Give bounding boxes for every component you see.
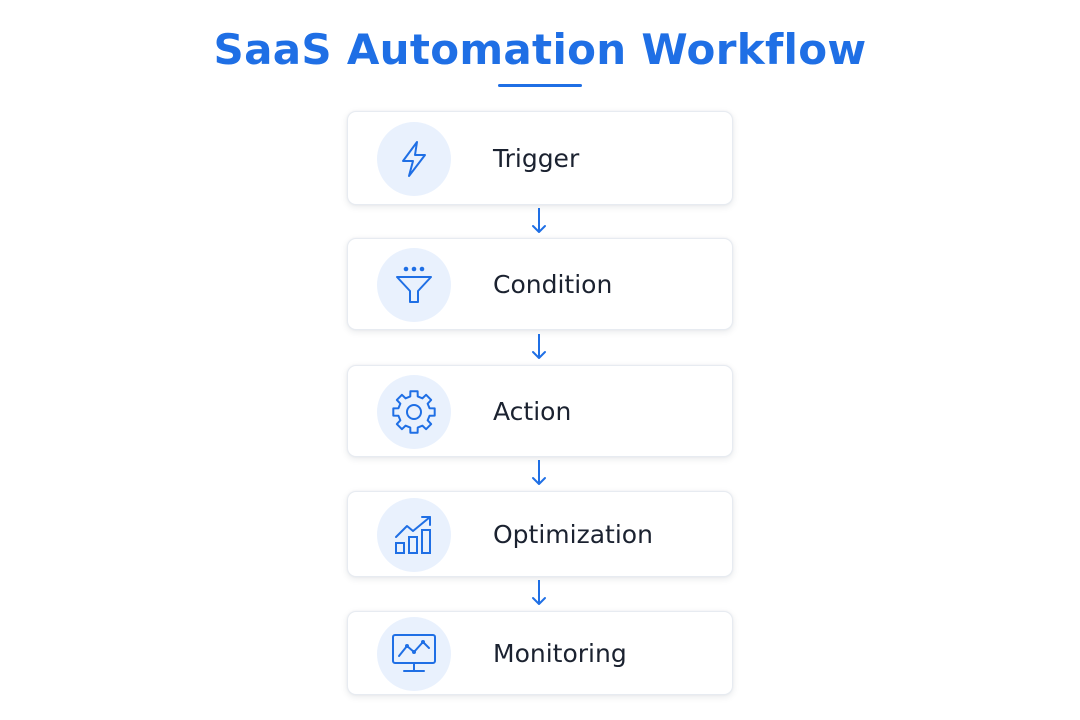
step-card-optimization[interactable]: Optimization <box>347 491 733 577</box>
step-card-trigger[interactable]: Trigger <box>347 111 733 205</box>
step-label: Condition <box>493 270 613 299</box>
step-label: Trigger <box>493 144 580 173</box>
title-underline <box>498 84 582 87</box>
step-card-condition[interactable]: Condition <box>347 238 733 330</box>
step-card-action[interactable]: Action <box>347 365 733 457</box>
gear-icon <box>392 390 436 434</box>
step-card-monitoring[interactable]: Monitoring <box>347 611 733 695</box>
lightning-bolt-icon <box>402 141 426 177</box>
arrow-down-icon <box>532 460 546 485</box>
page-title: SaaS Automation Workflow <box>213 25 867 74</box>
monitor-analytics-icon <box>392 634 436 672</box>
icon-circle <box>377 375 451 449</box>
icon-circle <box>377 498 451 572</box>
icon-circle <box>377 617 451 691</box>
arrow-down-icon <box>532 334 546 359</box>
icon-circle <box>377 248 451 322</box>
icon-circle <box>377 122 451 196</box>
step-label: Monitoring <box>493 639 627 668</box>
arrow-down-icon <box>532 208 546 233</box>
step-label: Optimization <box>493 520 653 549</box>
step-label: Action <box>493 397 572 426</box>
filter-funnel-icon <box>396 266 432 303</box>
arrow-down-icon <box>532 580 546 605</box>
growth-chart-icon <box>395 516 431 554</box>
